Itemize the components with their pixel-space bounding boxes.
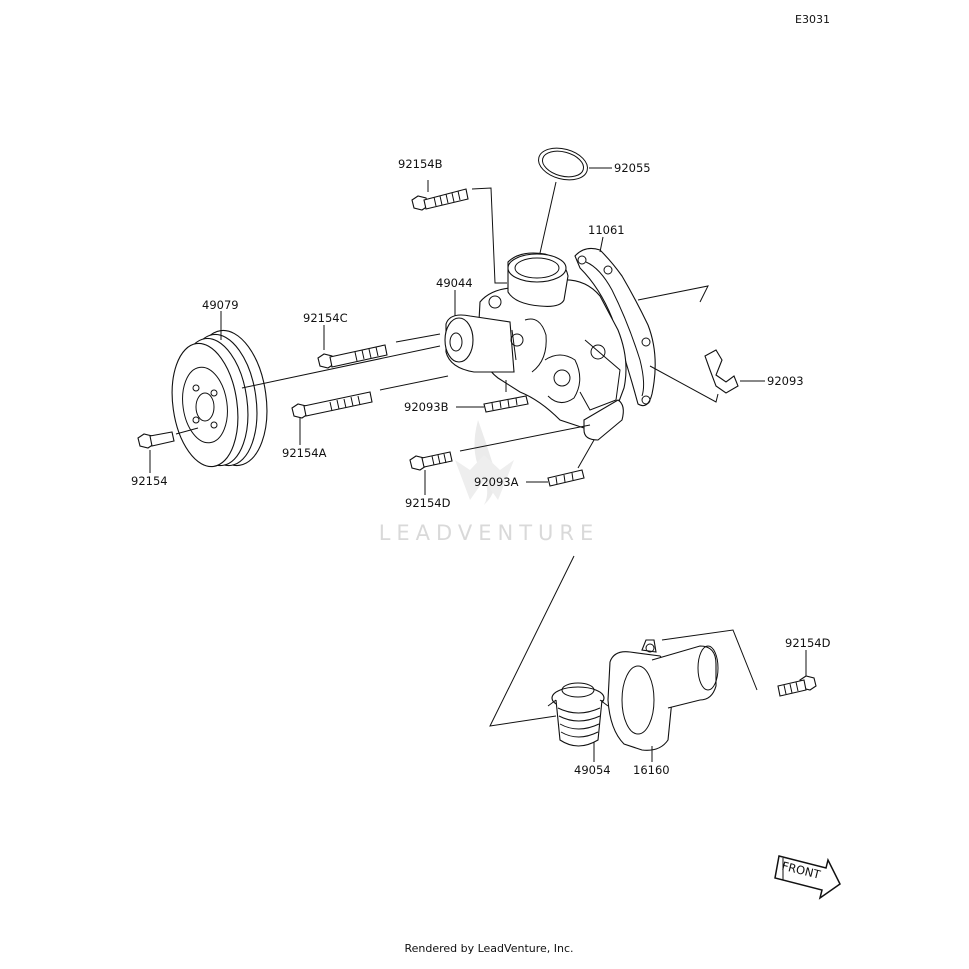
assembly-line-11061 bbox=[637, 285, 709, 303]
label-16160: 16160 bbox=[633, 763, 670, 777]
label-92093B: 92093B bbox=[404, 400, 449, 414]
label-92154D-lower: 92154D bbox=[785, 636, 831, 650]
assembly-line-thermostat bbox=[489, 555, 575, 727]
bolt-92154B[interactable] bbox=[411, 188, 469, 211]
bolt-92154D-lower[interactable] bbox=[777, 675, 817, 697]
assembly-line-92093A bbox=[577, 439, 595, 469]
water-pump-49044[interactable] bbox=[444, 252, 627, 441]
label-49079: 49079 bbox=[202, 298, 239, 312]
assembly-line-92093 bbox=[649, 365, 719, 403]
assembly-line-92154C bbox=[395, 333, 441, 343]
watermark-logo bbox=[455, 420, 514, 505]
watermark-text: LEADVENTURE bbox=[379, 521, 600, 545]
label-11061: 11061 bbox=[588, 223, 625, 237]
assembly-line-92055 bbox=[537, 181, 557, 263]
bolt-92154A[interactable] bbox=[291, 391, 373, 419]
dowel-pin-92093[interactable] bbox=[704, 349, 739, 394]
assembly-line-92154B bbox=[471, 187, 507, 284]
dowel-92093B[interactable] bbox=[483, 395, 529, 413]
bolt-92154[interactable] bbox=[137, 431, 175, 449]
assembly-line-16160 bbox=[661, 629, 758, 691]
label-92154B: 92154B bbox=[398, 157, 443, 171]
watermark: LEADVENTURE bbox=[379, 420, 600, 545]
label-92093: 92093 bbox=[767, 374, 804, 388]
thermostat-housing-16160[interactable] bbox=[607, 639, 719, 751]
assembly-line-49079 bbox=[241, 345, 441, 389]
assembly-line-92154 bbox=[175, 427, 199, 435]
o-ring-92055[interactable] bbox=[535, 143, 591, 185]
bolt-92154D-upper[interactable] bbox=[409, 451, 453, 471]
label-92154D-upper: 92154D bbox=[405, 496, 451, 510]
pulley-49079[interactable] bbox=[165, 326, 275, 471]
label-92154: 92154 bbox=[131, 474, 168, 488]
label-92055: 92055 bbox=[614, 161, 651, 175]
assembly-line-92154D-upper bbox=[459, 424, 591, 452]
leader-11061 bbox=[599, 236, 604, 253]
diagram-code: E3031 bbox=[795, 13, 830, 26]
footer-credit: Rendered by LeadVenture, Inc. bbox=[404, 942, 573, 955]
label-49054: 49054 bbox=[574, 763, 611, 777]
label-92154C: 92154C bbox=[303, 311, 348, 325]
bolt-92154C[interactable] bbox=[317, 344, 388, 369]
thermostat-49054[interactable] bbox=[547, 682, 609, 747]
dowel-92093A[interactable] bbox=[547, 469, 585, 487]
label-49044: 49044 bbox=[436, 276, 473, 290]
front-direction-badge: FRONT bbox=[774, 855, 841, 900]
label-92154A: 92154A bbox=[282, 446, 327, 460]
assembly-line-92154A bbox=[379, 375, 449, 391]
label-92093A: 92093A bbox=[474, 475, 519, 489]
